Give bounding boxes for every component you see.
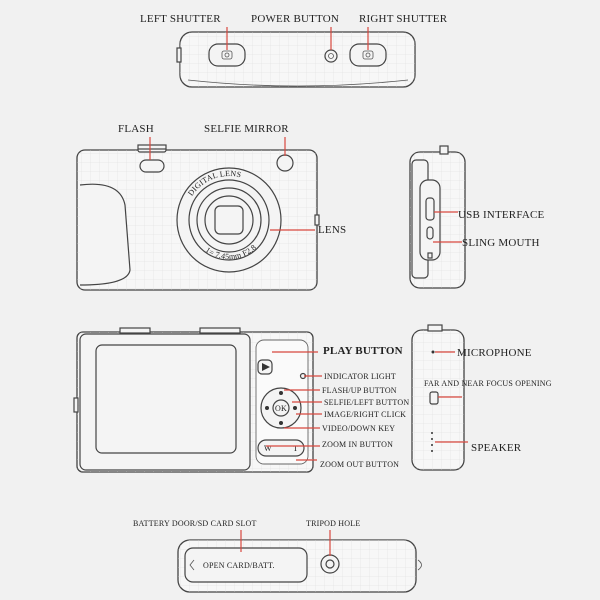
left-shutter-label: LEFT SHUTTER <box>140 13 221 25</box>
focus-opening-label: FAR AND NEAR FOCUS OPENING <box>424 379 552 388</box>
video-down-label: VIDEO/DOWN KEY <box>322 424 395 433</box>
zoom-w-text: W <box>264 444 272 453</box>
front-view: DIGITAL LENS 1= 7.45mm F2.8 FLASH SELFIE… <box>76 123 346 291</box>
flash-up-button[interactable] <box>279 391 283 395</box>
flash-label: FLASH <box>118 123 154 135</box>
side-view-2: MICROPHONE FAR AND NEAR FOCUS OPENING SP… <box>411 324 552 471</box>
back-view: OK W T PLAY BUTTON INDICATOR LIGHT FLASH… <box>73 327 409 473</box>
right-shutter-label: RIGHT SHUTTER <box>359 13 448 25</box>
card-door-text: OPEN CARD/BATT. <box>203 561 275 570</box>
microphone-label: MICROPHONE <box>457 347 532 359</box>
zoom-t-text: T <box>293 444 298 453</box>
grip <box>79 183 131 286</box>
focus-switch[interactable] <box>429 391 439 405</box>
zoom-rocker[interactable] <box>257 439 305 457</box>
power-button-label: POWER BUTTON <box>251 13 339 25</box>
indicator-light-label: INDICATOR LIGHT <box>324 372 396 381</box>
speaker-hole <box>431 432 433 434</box>
top-view: LEFT SHUTTER POWER BUTTON RIGHT SHUTTER <box>140 13 448 88</box>
flash-up-label: FLASH/UP BUTTON <box>322 386 397 395</box>
usb-interface-label: USB INTERFACE <box>458 209 545 221</box>
selfie-mirror <box>276 154 294 172</box>
lens-label: LENS <box>318 224 346 236</box>
image-right-label: IMAGE/RIGHT CLICK <box>324 410 406 419</box>
bottom-view: OPEN CARD/BATT. BATTERY DOOR/SD CARD SLO… <box>133 519 422 593</box>
flash-unit <box>139 159 165 173</box>
power-button[interactable] <box>324 49 338 63</box>
microphone <box>431 350 435 354</box>
screen <box>95 344 237 454</box>
selfie-left-button[interactable] <box>265 406 269 410</box>
battery-door-label: BATTERY DOOR/SD CARD SLOT <box>133 519 257 528</box>
usb-port <box>425 197 435 221</box>
battery-door[interactable] <box>184 547 308 583</box>
sling-mount <box>426 226 434 240</box>
selfie-left-label: SELFIE/LEFT BUTTON <box>324 398 409 407</box>
tripod-hole-label: TRIPOD HOLE <box>306 519 360 528</box>
sling-mouth-label: SLING MOUTH <box>462 237 540 249</box>
play-button-label: PLAY BUTTON <box>323 345 403 357</box>
speaker-label: SPEAKER <box>471 442 522 454</box>
zoom-in-label: ZOOM IN BUTTON <box>322 440 393 449</box>
video-down-button[interactable] <box>279 421 283 425</box>
ok-button-text: OK <box>275 404 287 413</box>
image-right-button[interactable] <box>293 406 297 410</box>
zoom-out-label: ZOOM OUT BUTTON <box>320 460 399 469</box>
side-view: USB INTERFACE SLING MOUTH <box>409 145 545 289</box>
ok-button[interactable] <box>272 399 290 417</box>
selfie-mirror-label: SELFIE MIRROR <box>204 123 289 135</box>
